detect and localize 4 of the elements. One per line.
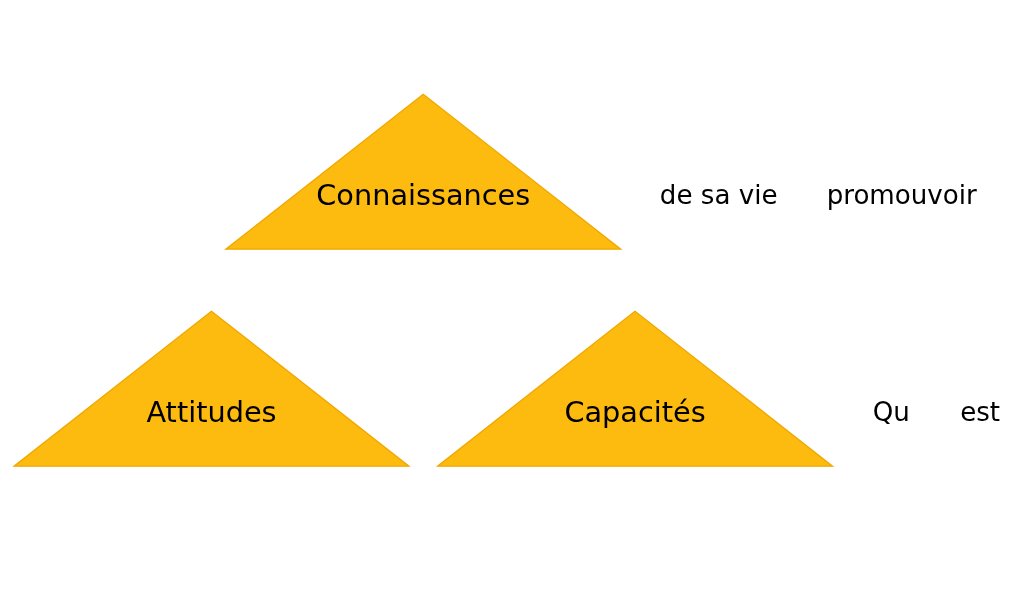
label: promouvoir xyxy=(826,180,977,211)
label: Qu xyxy=(872,397,910,428)
label: est xyxy=(960,397,1001,428)
label: de sa vie xyxy=(659,180,778,211)
